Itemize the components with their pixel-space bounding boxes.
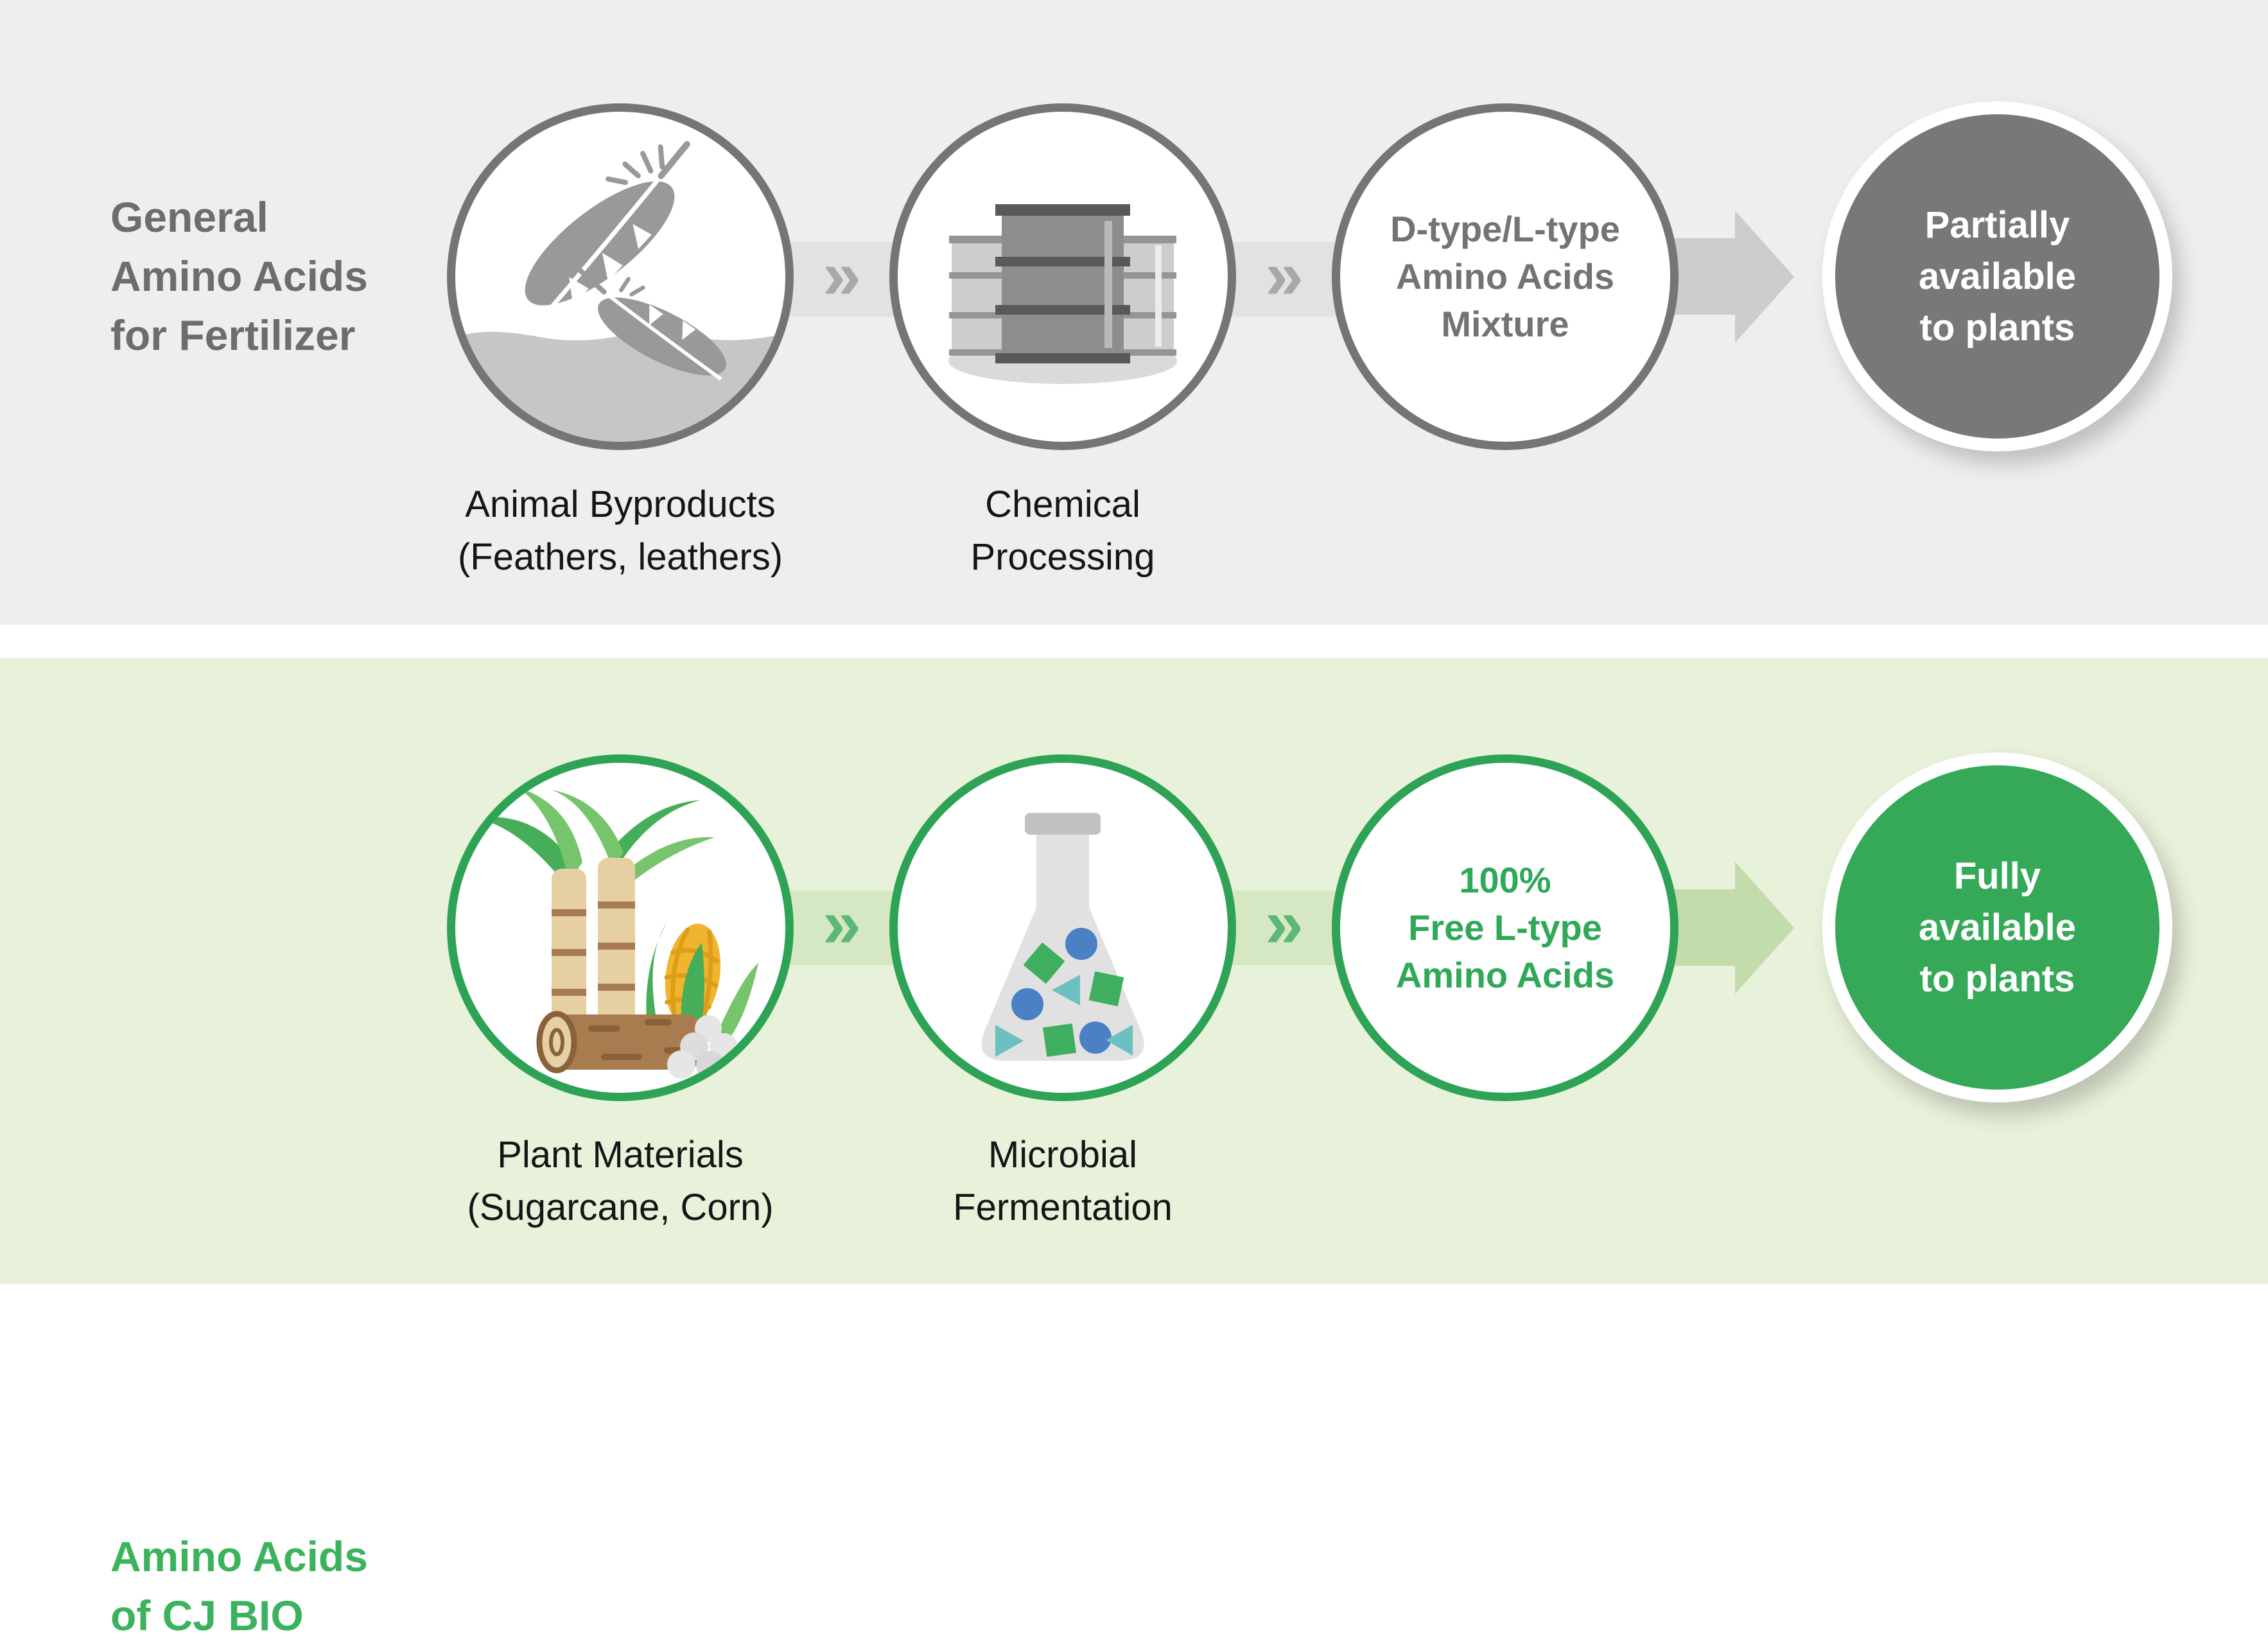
step-circle-plant-materials [447,754,794,1101]
step-circle-chemical-processing [889,103,1236,450]
double-chevron-icon: » [1236,884,1332,965]
result-text-line: available [1918,255,2077,297]
step-label-line: Plant Materials [497,1134,744,1176]
result-text-line: to plants [1919,957,2075,1000]
row-title-general: General Amino Acids for Fertilizer [110,187,368,365]
result-text-line: to plants [1919,306,2075,349]
step-label-microbial-fermentation: Microbial Fermentation [819,1129,1307,1234]
arrow-tail [1668,238,1735,315]
barrels-icon [948,204,1177,384]
row-title-line: Amino Acids [110,1533,368,1580]
step-label-line: Processing [970,536,1155,578]
result-text: Partially available to plants [1919,200,2076,354]
step-circle-microbial-fermentation [889,754,1236,1101]
arrow-head [1735,862,1794,994]
step-label-plant-materials: Plant Materials (Sugarcane, Corn) [376,1129,864,1234]
double-chevron-glyph: » [822,883,862,962]
feathers-icon [455,141,785,442]
row-title-line: General [110,193,268,241]
circle-text-line: Mixture [1441,304,1569,344]
circle-text-line: D-type/L-type [1390,209,1620,249]
double-chevron-icon: » [794,236,890,317]
step-circle-animal-byproducts [447,103,794,450]
dl-mixture-text: D-type/L-type Amino Acids Mixture [1390,205,1620,348]
double-chevron-glyph: » [1264,883,1304,962]
barrel-front [995,204,1130,363]
fermentation-flask-icon [981,813,1144,1061]
circle-text-line: Amino Acids [1395,955,1615,995]
step-label-line: Microbial [988,1134,1138,1176]
step-label-animal-byproducts: Animal Byproducts (Feathers, leathers) [376,478,864,584]
result-circle-partially-available: Partially available to plants [1822,101,2172,451]
step-label-chemical-processing: Chemical Processing [819,478,1307,584]
result-text-line: Partially [1924,204,2070,246]
result-text: Fully available to plants [1919,851,2076,1005]
double-chevron-icon: » [794,884,890,965]
double-chevron-glyph: » [1264,235,1304,313]
step-label-line: Chemical [985,483,1140,525]
step-circle-free-l-type: 100% Free L-type Amino Acids [1332,754,1679,1101]
free-l-type-text: 100% Free L-type Amino Acids [1396,857,1614,999]
step-label-line: Animal Byproducts [465,483,776,525]
arrow-head [1735,211,1794,343]
arrow-tail [1668,889,1735,966]
circle-text-line: Free L-type [1408,907,1602,948]
plant-materials-icon [476,787,758,1080]
row-title-line: for Fertilizer [110,311,356,359]
circle-text-line: 100% [1459,860,1551,900]
row-title-line: of CJ BIO [110,1592,304,1639]
circle-text-line: Amino Acids [1395,256,1615,297]
row-title-line: Amino Acids [110,252,368,300]
double-chevron-glyph: » [822,235,862,313]
result-text-line: Fully [1953,855,2041,897]
step-label-line: (Sugarcane, Corn) [467,1187,774,1228]
double-chevron-icon: » [1236,236,1332,317]
step-label-line: Fermentation [953,1187,1173,1228]
step-label-line: (Feathers, leathers) [457,536,783,578]
result-text-line: available [1918,906,2077,948]
result-circle-fully-available: Fully available to plants [1822,753,2172,1102]
row-title-cj-bio: Amino Acids of CJ BIO [110,1527,368,1645]
step-circle-dl-mixture: D-type/L-type Amino Acids Mixture [1332,103,1679,450]
